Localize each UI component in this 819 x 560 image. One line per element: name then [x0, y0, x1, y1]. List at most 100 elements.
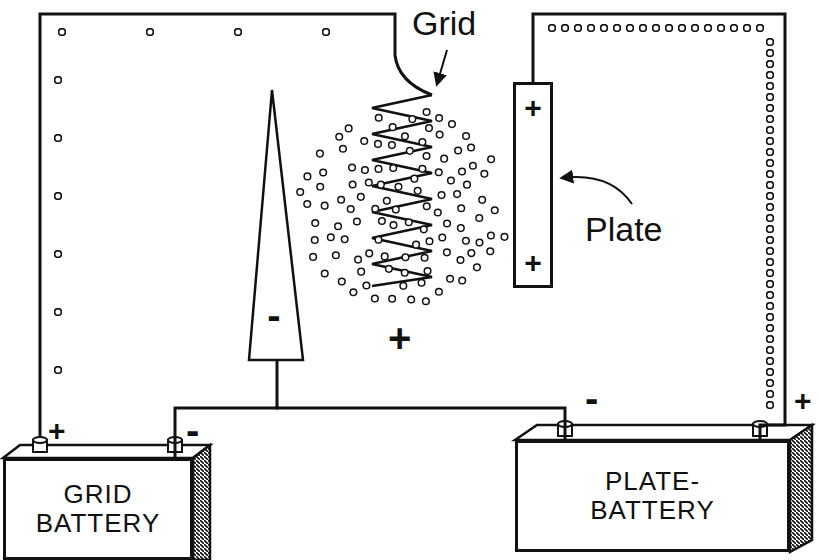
electron [588, 25, 595, 32]
electron [321, 202, 328, 209]
electron [627, 25, 634, 32]
electron [321, 270, 328, 277]
electron [640, 25, 647, 32]
electron [731, 25, 738, 32]
electron [767, 127, 774, 134]
electron [147, 29, 154, 36]
electron [744, 25, 751, 32]
electron [439, 234, 446, 241]
electron [328, 234, 335, 241]
electron [375, 166, 382, 173]
electron [767, 391, 774, 398]
electron [402, 254, 409, 261]
plate: ++ [513, 82, 553, 288]
electron [349, 181, 356, 188]
electron-dots [55, 25, 774, 409]
filament-outline [245, 88, 309, 406]
electron [455, 147, 462, 154]
wire [175, 406, 277, 458]
electron [55, 193, 62, 200]
electron [457, 257, 464, 264]
electron [474, 264, 481, 271]
electron [378, 181, 385, 188]
electron [409, 116, 416, 123]
electron [420, 226, 427, 233]
electron [375, 236, 382, 243]
grid-coil [372, 95, 432, 286]
electron [767, 149, 774, 156]
electron [767, 215, 774, 222]
electron [355, 256, 362, 263]
electron [55, 193, 62, 200]
electron [317, 150, 324, 157]
electron [767, 50, 774, 57]
electron [767, 72, 774, 79]
electron [476, 239, 483, 246]
electron [679, 25, 686, 32]
electron [767, 50, 774, 57]
electron [400, 283, 407, 290]
battery-side [790, 425, 812, 552]
electron [767, 39, 774, 46]
electron [444, 220, 451, 227]
electron [449, 121, 456, 128]
electron [55, 309, 62, 316]
polarity-sign: - [186, 410, 199, 450]
electron [345, 125, 352, 132]
electron [767, 369, 774, 376]
electron [55, 367, 62, 374]
electron [336, 134, 343, 141]
electron [767, 358, 774, 365]
electron [444, 249, 451, 256]
electron [402, 133, 409, 140]
grid-pointer [437, 50, 447, 84]
filament: - [245, 88, 309, 406]
electron [375, 141, 382, 148]
electron [767, 391, 774, 398]
electron [401, 269, 408, 276]
electron [705, 25, 712, 32]
electron [767, 171, 774, 178]
electron [349, 164, 356, 171]
polarity-sign: + [48, 416, 66, 446]
electron [767, 314, 774, 321]
electron [389, 142, 396, 149]
electron [55, 135, 62, 142]
electron [767, 61, 774, 68]
plate-pointer [562, 177, 632, 204]
electron [767, 226, 774, 233]
electron [390, 222, 397, 229]
battery-top [515, 425, 812, 440]
electron [335, 223, 342, 230]
electron [418, 279, 425, 286]
grid-wire [40, 14, 432, 458]
electron [705, 25, 712, 32]
electron [304, 173, 311, 180]
electron-dots [55, 25, 774, 409]
electron [767, 127, 774, 134]
electron [767, 358, 774, 365]
electron [423, 203, 430, 210]
electron [423, 109, 430, 116]
electron [441, 155, 448, 162]
electron [767, 215, 774, 222]
electron [767, 237, 774, 244]
electron [424, 268, 431, 275]
polarity-sign: + [524, 246, 542, 279]
electron [767, 270, 774, 277]
electron [767, 402, 774, 409]
electron [436, 131, 443, 138]
battery-side [193, 445, 210, 560]
electron [423, 298, 430, 305]
electron [767, 83, 774, 90]
electron [549, 25, 556, 32]
electron [767, 303, 774, 310]
electron [381, 253, 388, 260]
electron [447, 275, 454, 282]
electron [458, 205, 465, 212]
electron [767, 347, 774, 354]
electron [408, 296, 415, 303]
electron [350, 289, 357, 296]
polarity-sign: + [524, 91, 542, 124]
